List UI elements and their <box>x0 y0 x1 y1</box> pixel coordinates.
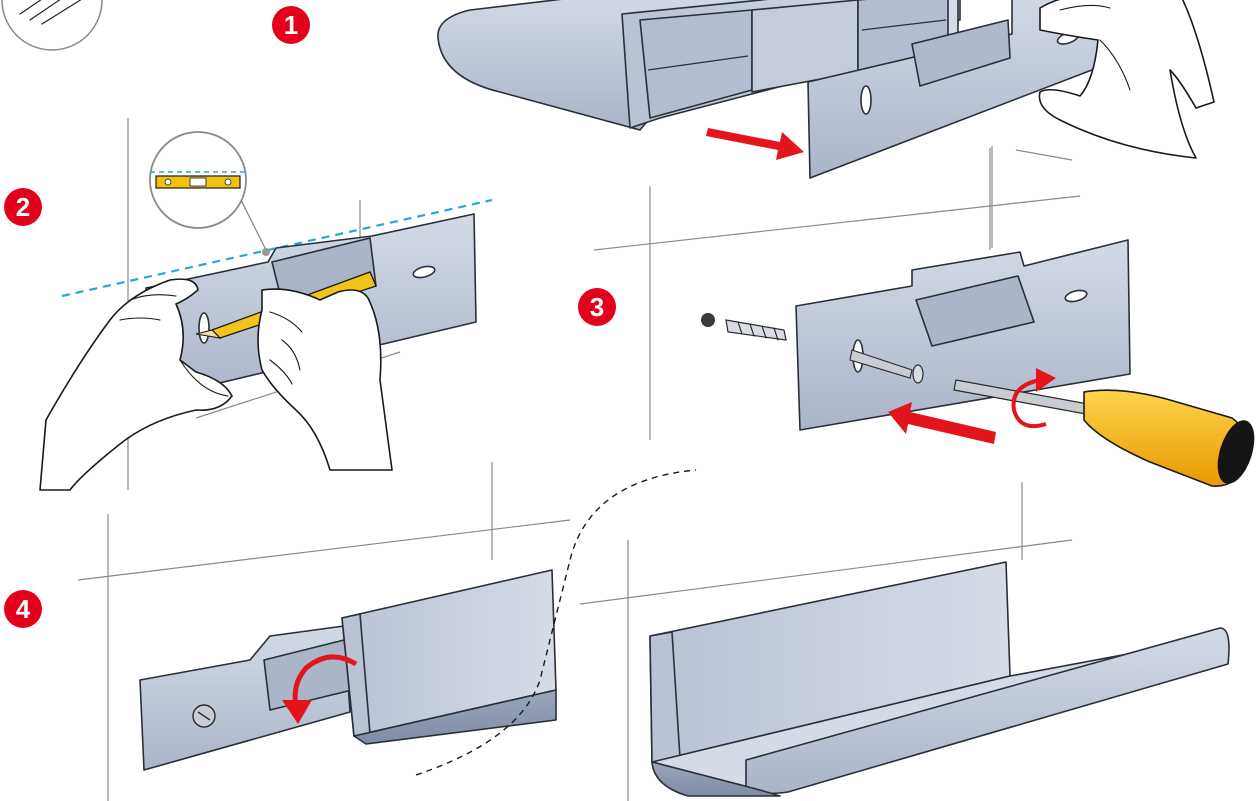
step-3-illustration <box>701 239 1255 487</box>
final-wall-grid <box>579 482 1073 801</box>
push-arrow <box>888 402 996 444</box>
step-2-illustration <box>39 131 493 491</box>
spirit-level-icon <box>155 175 241 189</box>
step-badge-3: 3 <box>578 288 616 326</box>
step-4-illustration <box>139 469 697 776</box>
pull-arrow <box>706 128 804 160</box>
level-reference-line <box>61 198 493 298</box>
step-badge-1: 1 <box>272 6 310 44</box>
step-1-wall-lines <box>989 148 1073 250</box>
step-badge-4: 4 <box>4 590 42 628</box>
finished-shelf-illustration <box>649 561 1230 797</box>
step-4-wall-grid <box>77 462 571 801</box>
step-badge-2: 2 <box>4 188 42 226</box>
decorative-detail-circle <box>1 0 103 51</box>
screw-icon <box>849 349 924 384</box>
wall-plug-icon <box>725 319 787 341</box>
drill-hole-marker <box>701 313 715 327</box>
rotate-arrow <box>1011 378 1047 429</box>
screwdriver-icon <box>953 379 1255 487</box>
step-3-wall-grid <box>593 146 1081 440</box>
step-1-illustration <box>437 0 1215 179</box>
hook-arrow <box>292 654 358 707</box>
cutaway-outline <box>415 469 697 776</box>
